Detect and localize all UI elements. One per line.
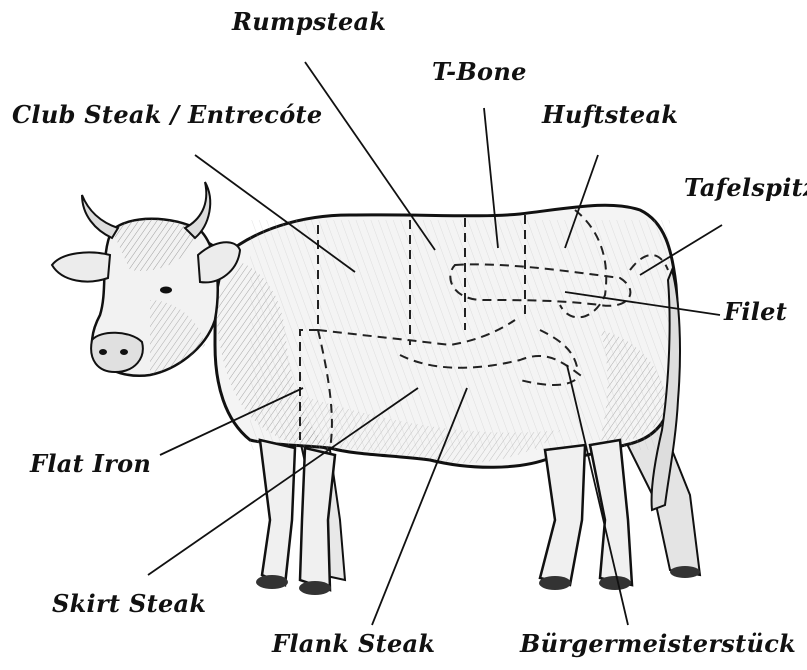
label-skirt-steak: Skirt Steak: [52, 592, 206, 616]
label-flat-iron: Flat Iron: [30, 452, 151, 476]
label-filet: Filet: [724, 300, 787, 324]
label-tafelspitz: Tafelspitz: [684, 176, 807, 200]
label-rumpsteak: Rumpsteak: [232, 10, 386, 34]
label-club-steak: Club Steak / Entrecóte: [12, 103, 322, 127]
label-tbone: T-Bone: [432, 60, 527, 84]
cow-head: [52, 182, 240, 376]
label-burgermeisterstueck: Bürgermeisterstück: [520, 632, 796, 656]
label-huftsteak: Huftsteak: [542, 103, 678, 127]
label-flank-steak: Flank Steak: [272, 632, 435, 656]
